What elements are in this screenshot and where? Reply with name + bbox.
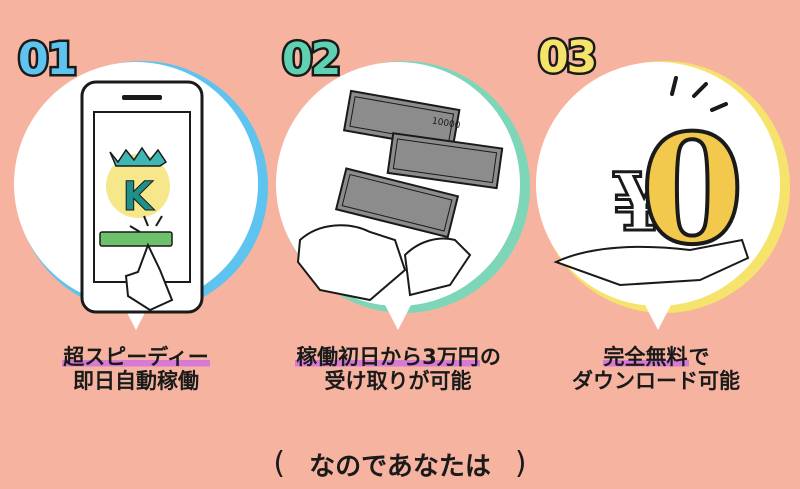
step-1-line1: 超スピーディー [62, 345, 210, 369]
bottom-title-text: なのであなたは [309, 452, 491, 482]
step-2-line1-highlight: 稼働初日から3万円 [295, 345, 480, 369]
step-2-tail [384, 303, 412, 330]
right-paren: ) [514, 446, 527, 481]
yen-symbol: ¥ [612, 155, 668, 249]
money-hands-icon: 10000 [296, 89, 504, 302]
app-icon-letter: K [123, 174, 156, 220]
step-2-caption: 稼働初日から3万円の 受け取りが可能 [268, 345, 528, 393]
step-3-line1-suffix: で [688, 345, 710, 369]
step-1-caption: 超スピーディー 即日自動稼働 [36, 345, 236, 393]
banknote-label: 10000 [431, 116, 461, 131]
step-2-bubble: 10000 [276, 61, 530, 330]
step-1-line2: 即日自動稼働 [73, 369, 199, 394]
step-2-number: 02 [279, 34, 343, 85]
bottom-heading: ( なのであなたは) [0, 446, 800, 483]
step-1-bubble: K [14, 61, 268, 330]
step-3-caption: 完全無料で ダウンロード可能 [556, 345, 756, 393]
crown-icon [109, 146, 168, 167]
step-1-number: 01 [15, 34, 79, 85]
zero-yen-icon: ¥ 0 [553, 76, 750, 287]
step-3-line1-highlight: 完全無料 [602, 345, 689, 369]
app-icon-circle [106, 154, 170, 218]
smartphone-tap-icon: K [80, 80, 204, 314]
app-green-button [99, 231, 173, 247]
step-3-tail [644, 303, 672, 330]
step-2-line2: 受け取りが可能 [324, 369, 472, 394]
left-paren: ( [273, 446, 286, 481]
step-3-number: 03 [535, 32, 599, 83]
step-2-line1-suffix: の [479, 345, 501, 369]
step-3-line2: ダウンロード可能 [572, 369, 740, 394]
step-3-bubble: ¥ 0 [536, 61, 790, 330]
